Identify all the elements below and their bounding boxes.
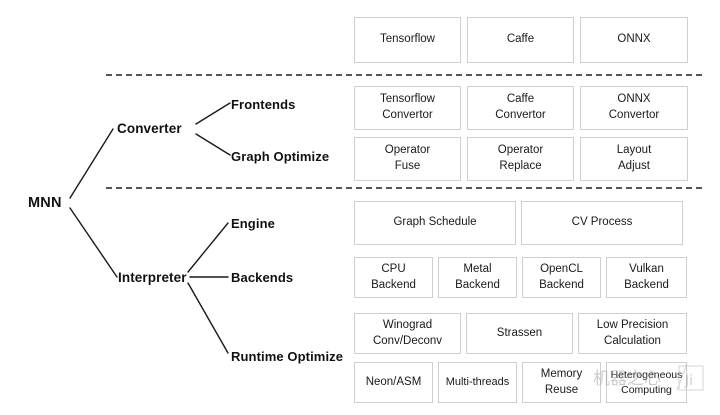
row-runtime-optimize-algorithms: Winograd Conv/Deconv Strassen Low Precis… (354, 313, 687, 354)
box-tensorflow-convertor[interactable]: Tensorflow Convertor (354, 86, 461, 130)
box-line1: Operator (497, 144, 544, 157)
box-line1: Memory (540, 367, 583, 380)
node-backends[interactable]: Backends (231, 270, 294, 285)
box-memory-reuse[interactable]: Memory Reuse (522, 362, 601, 403)
box-line1: Tensorflow (380, 33, 435, 46)
row-runtime-optimize-system: Neon/ASM Multi-threads Memory Reuse Hete… (354, 362, 687, 403)
box-vulkan-backend[interactable]: Vulkan Backend (606, 257, 687, 298)
box-strassen[interactable]: Strassen (466, 313, 573, 354)
box-onnx[interactable]: ONNX (580, 17, 688, 63)
box-line1: Multi-threads (445, 376, 510, 389)
box-line1: Vulkan (629, 262, 664, 275)
box-line2: Backend (371, 278, 416, 291)
box-operator-fuse[interactable]: Operator Fuse (354, 137, 461, 181)
box-metal-backend[interactable]: Metal Backend (438, 257, 517, 298)
box-line2: Backend (539, 278, 584, 291)
box-onnx-convertor[interactable]: ONNX Convertor (580, 86, 688, 130)
box-caffe[interactable]: Caffe (467, 17, 574, 63)
box-winograd[interactable]: Winograd Conv/Deconv (354, 313, 461, 354)
box-line1: CPU (381, 262, 406, 275)
box-opencl-backend[interactable]: OpenCL Backend (522, 257, 601, 298)
section-divider-middle (106, 187, 702, 189)
box-low-precision-calculation[interactable]: Low Precision Calculation (578, 313, 687, 354)
box-neon-asm[interactable]: Neon/ASM (354, 362, 433, 403)
box-line1: Low Precision (596, 318, 669, 331)
box-caffe-convertor[interactable]: Caffe Convertor (467, 86, 574, 130)
box-operator-replace[interactable]: Operator Replace (467, 137, 574, 181)
edge-interpreter-engine (187, 222, 229, 273)
box-cpu-backend[interactable]: CPU Backend (354, 257, 433, 298)
node-graph-optimize[interactable]: Graph Optimize (231, 149, 330, 164)
box-line2: Conv/Deconv (372, 334, 443, 347)
box-layout-adjust[interactable]: Layout Adjust (580, 137, 688, 181)
box-heterogeneous-computing[interactable]: Heterogeneous Computing (606, 362, 687, 403)
box-line1: Metal (463, 262, 492, 275)
box-line1: CV Process (571, 216, 633, 229)
box-line2: Backend (624, 278, 669, 291)
node-frontends[interactable]: Frontends (231, 97, 296, 112)
box-line1: ONNX (617, 33, 651, 46)
box-line2: Calculation (604, 334, 661, 347)
box-line1: Neon/ASM (365, 375, 422, 388)
box-line1: Caffe (506, 93, 535, 106)
box-line1: ONNX (617, 93, 651, 106)
box-line1: Winograd (382, 318, 433, 331)
box-line2: Convertor (495, 109, 546, 121)
box-line1: Layout (616, 144, 652, 157)
box-line2: Computing (621, 383, 672, 396)
box-line1: OpenCL (540, 262, 583, 275)
box-line1: Caffe (506, 33, 535, 46)
edge-converter-frontends (195, 102, 231, 125)
box-line2: Reuse (544, 383, 579, 396)
box-multi-threads[interactable]: Multi-threads (438, 362, 517, 403)
node-mnn[interactable]: MNN (28, 195, 62, 211)
section-divider-top (106, 74, 702, 76)
box-line1: Tensorflow (380, 93, 435, 106)
box-line2: Backend (455, 278, 500, 291)
box-cv-process[interactable]: CV Process (521, 201, 683, 245)
box-tensorflow[interactable]: Tensorflow (354, 17, 461, 63)
box-line1: Graph Schedule (393, 216, 477, 229)
box-graph-schedule[interactable]: Graph Schedule (354, 201, 516, 245)
box-line1: Operator (384, 144, 431, 157)
box-line2: Adjust (618, 160, 650, 172)
node-engine[interactable]: Engine (231, 216, 275, 231)
box-line2: Convertor (382, 109, 433, 121)
edge-mnn-interpreter (69, 207, 118, 278)
edge-converter-graph-optimize (195, 133, 231, 156)
row-graph-optimize: Operator Fuse Operator Replace Layout Ad… (354, 137, 688, 181)
row-frontends: Tensorflow Convertor Caffe Convertor ONN… (354, 86, 688, 130)
box-line2: Convertor (608, 109, 660, 121)
box-line2: Replace (499, 160, 542, 172)
row-backends: CPU Backend Metal Backend OpenCL Backend… (354, 257, 687, 298)
box-line1: Strassen (496, 326, 543, 339)
box-line2: Fuse (394, 160, 421, 172)
node-interpreter[interactable]: Interpreter (118, 270, 187, 285)
box-line1: Heterogeneous (610, 369, 683, 382)
node-runtime-optimize[interactable]: Runtime Optimize (231, 349, 344, 364)
node-converter[interactable]: Converter (117, 121, 182, 136)
row-frontend-formats: Tensorflow Caffe ONNX (354, 17, 688, 63)
edge-interpreter-runtime-optimize (187, 282, 229, 354)
row-engine: Graph Schedule CV Process (354, 201, 683, 245)
